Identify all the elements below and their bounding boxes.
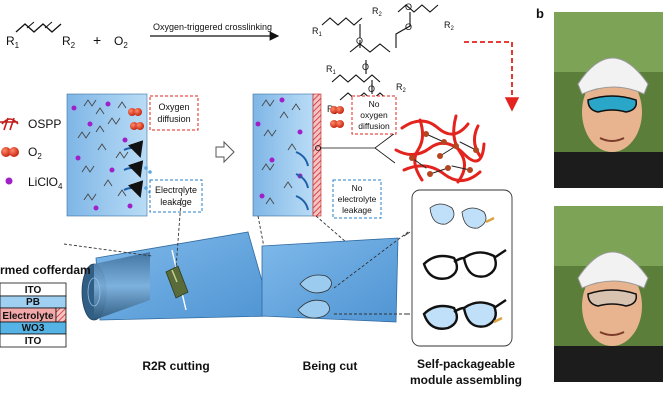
panel-label-b: b xyxy=(536,6,544,21)
right-oxygen-box xyxy=(351,95,397,135)
crosslinked-product-structure xyxy=(321,4,439,101)
lens-cutout-upper xyxy=(299,274,332,294)
left-electrolyte-box xyxy=(149,179,203,213)
caption-being-cut: Being cut xyxy=(303,359,358,373)
legend-liclo4: LiClO4 xyxy=(28,175,63,191)
photo-bottom-illustration xyxy=(554,206,663,382)
roll-core xyxy=(87,277,101,307)
product-label-r1-b: R1 xyxy=(326,64,337,76)
layer-label-ito-top: ITO xyxy=(25,285,42,296)
caption-module-line2: module assembling xyxy=(410,373,522,387)
right-oxygen-box-line3: diffusion xyxy=(358,121,390,131)
right-cell: No oxygen diffusion No electrolyte leaka… xyxy=(252,93,397,219)
module-guide-ticks xyxy=(403,231,411,315)
reaction-scheme: R1 R2 + O2 Oxygen-triggered crosslinking xyxy=(6,21,280,50)
product-label-o-e: O xyxy=(368,84,375,94)
right-electrolyte-box-line1: No xyxy=(352,183,363,193)
loose-lens-left xyxy=(429,203,455,225)
zoom-lines xyxy=(320,132,396,164)
being-cut-sheet-group xyxy=(261,231,409,323)
lens-connector xyxy=(485,216,495,224)
product-label-o-d: O xyxy=(362,62,369,72)
cofferdam-title: rmed cofferdam xyxy=(0,263,91,277)
photo-bottom xyxy=(554,206,663,382)
product-label-r1-a: R1 xyxy=(312,26,323,38)
product-label-r2-c: R2 xyxy=(396,82,407,94)
right-electrolyte-box-line2: electrolyte xyxy=(338,194,377,204)
left-cell: Oxygen diffusion Electrolyte leakage xyxy=(66,93,203,217)
plus-sign: + xyxy=(93,32,101,48)
legend-ospp: OSPP xyxy=(28,117,61,131)
cutting-tool-blade xyxy=(171,269,178,283)
left-cell-leakage-arrows xyxy=(123,140,144,198)
liclo4-icon xyxy=(5,177,13,185)
diene-chain xyxy=(15,23,62,33)
legend: OSPP O2 LiClO4 xyxy=(0,117,63,191)
assembled-glasses-icon xyxy=(422,299,507,330)
caption-module-line1: Self-packageable xyxy=(417,357,515,371)
crosslinked-network xyxy=(394,114,486,184)
left-oxygen-box-line2: diffusion xyxy=(157,114,190,124)
layer-label-wo3: WO3 xyxy=(22,323,45,334)
product-label-o-b: O xyxy=(405,2,412,12)
right-electrolyte-box-line3: leakage xyxy=(342,205,372,215)
cofferdam-stack: rmed cofferdam ITO PB Electrolyte WO3 IT… xyxy=(0,263,91,348)
empty-glasses-frame-icon xyxy=(422,249,507,280)
layer-label-ito-bottom: ITO xyxy=(25,336,42,347)
o2-icon xyxy=(1,147,11,157)
double-bond-marks xyxy=(26,21,53,29)
transition-arrow xyxy=(215,140,235,164)
left-electrolyte-box-line1: Electrolyte xyxy=(155,185,197,195)
right-zoom-guides xyxy=(257,215,347,269)
right-oxygen-box-line1: No xyxy=(369,99,380,109)
o2-icon-second-atom xyxy=(9,147,19,157)
caption-r2r-cutting: R2R cutting xyxy=(142,359,209,373)
right-cell-electrolyte xyxy=(252,93,314,217)
cofferdam-wall xyxy=(312,93,322,217)
product-to-network-arrow xyxy=(464,41,520,112)
left-electrolyte-box-line2: leakage xyxy=(160,197,192,207)
lens-to-module-guide-a xyxy=(333,231,409,289)
right-cell-polymer-marks xyxy=(261,99,301,205)
lens-cutout-lower xyxy=(297,299,330,319)
left-cell-polymer-marks xyxy=(77,99,129,201)
layer-cofferdam-hatch xyxy=(55,307,67,323)
r2r-process xyxy=(63,187,347,321)
right-electrolyte-box xyxy=(332,179,382,219)
oxygen-reactant: O2 xyxy=(114,34,128,50)
ospp-icon xyxy=(0,117,19,131)
reactant-r1: R1 xyxy=(6,34,20,50)
roll-body xyxy=(94,252,150,320)
layer-label-pb: PB xyxy=(26,297,40,308)
left-oxygen-box xyxy=(149,95,199,131)
photo-top-illustration xyxy=(554,12,663,188)
product-label-r2-a: R2 xyxy=(372,6,383,18)
left-cell-salt-ions xyxy=(71,101,133,211)
product-label-o-c: O xyxy=(405,22,412,32)
left-zoom-guides xyxy=(63,187,183,269)
layer-label-electrolyte: Electrolyte xyxy=(2,311,54,322)
reaction-arrow-label: Oxygen-triggered crosslinking xyxy=(153,22,272,32)
legend-o2: O2 xyxy=(28,145,42,161)
product-label-o-a: O xyxy=(356,36,363,46)
module-assembling xyxy=(403,189,513,347)
left-oxygen-box-line1: Oxygen xyxy=(158,102,189,112)
left-cell-oxygen-molecules xyxy=(128,108,144,130)
layer-ito-bottom xyxy=(0,333,67,348)
reactant-r2: R2 xyxy=(62,34,76,50)
right-oxygen-box-line2: oxygen xyxy=(360,110,388,120)
photo-top xyxy=(554,12,663,188)
right-cell-blocked-arrows xyxy=(295,151,309,211)
product-label-r2-b: R2 xyxy=(444,20,455,32)
right-cell-oxygen-molecules xyxy=(330,106,344,128)
